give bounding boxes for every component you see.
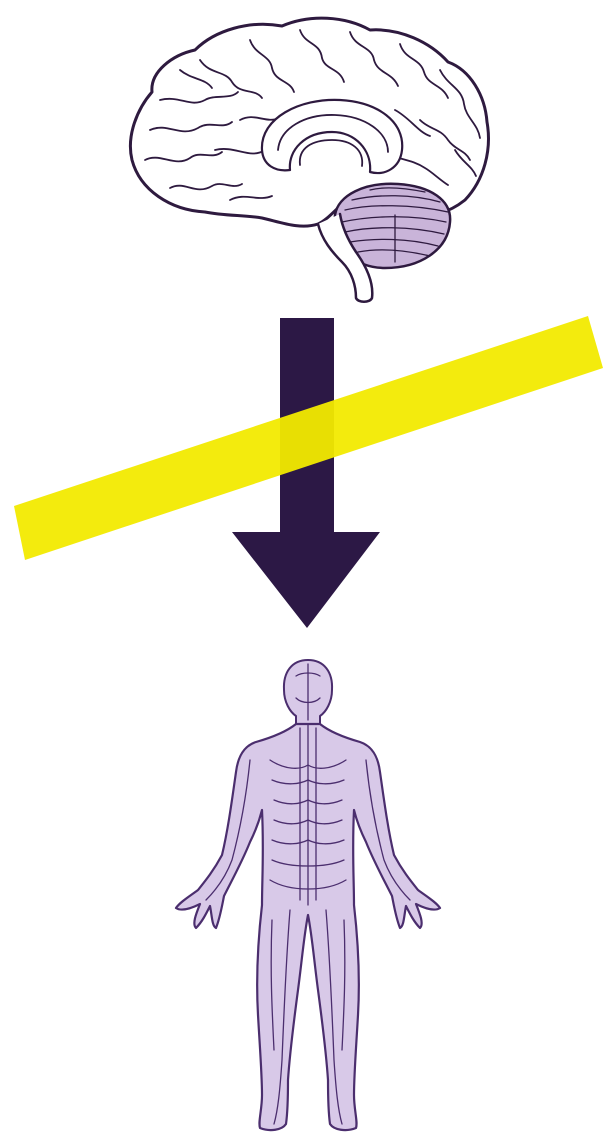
brain-icon xyxy=(130,18,488,302)
human-nervous-system-icon xyxy=(176,660,440,1130)
